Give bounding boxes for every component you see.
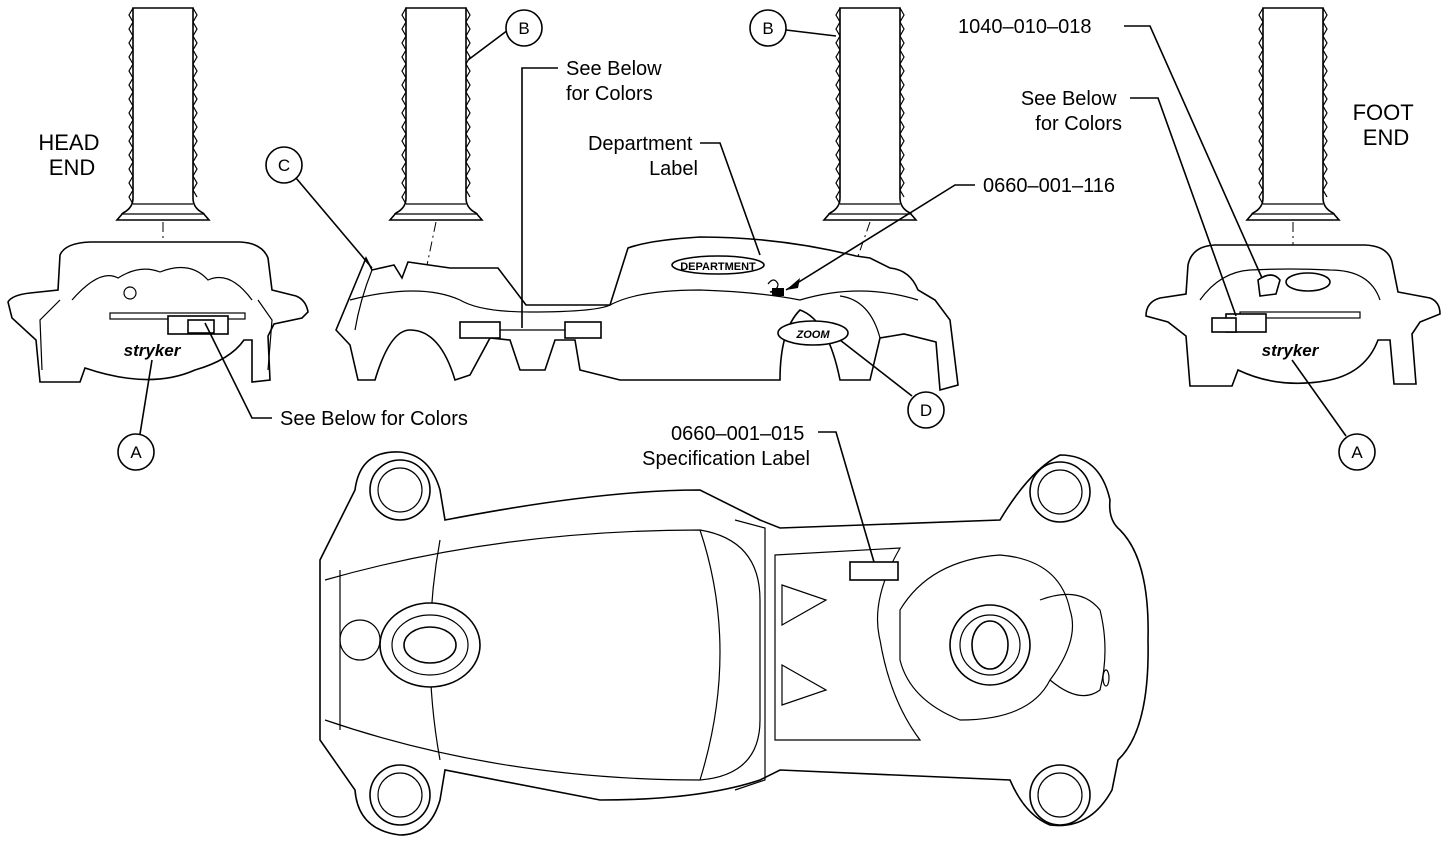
department-label-line-2: Label	[649, 158, 698, 180]
callout-c-leader	[295, 177, 373, 269]
callout-b-right-text: B	[762, 19, 773, 38]
department-label-leader	[700, 142, 761, 256]
see-below-right-line-2: for Colors	[1035, 113, 1122, 135]
see-below-top-line-1: See Below	[566, 58, 662, 80]
callout-a-head-bubble	[117, 433, 155, 471]
specification-label-box	[849, 561, 899, 581]
spec-label-line-1: 0660–001–015	[671, 423, 804, 445]
part-1040-leader	[1124, 25, 1263, 279]
foot-end-line-2: END	[1363, 125, 1409, 150]
callout-d-leader	[839, 339, 913, 397]
spec-label-line-2: Specification Label	[642, 448, 810, 470]
see-below-top-label: See Below for Colors	[566, 58, 667, 105]
see-below-bottom-leader	[204, 322, 272, 419]
callout-a-head-text: A	[130, 443, 142, 462]
head-end-view: stryker	[7, 7, 309, 383]
see-below-right-leader	[1130, 97, 1237, 317]
callout-b-left-bubble	[505, 9, 543, 47]
see-below-bottom-label: See Below for Colors	[280, 408, 468, 430]
see-below-right-label: See Below for Colors	[1021, 88, 1122, 135]
callout-b-left-text: B	[518, 19, 529, 38]
see-below-top-line-2: for Colors	[566, 83, 653, 105]
spec-label-leader	[818, 431, 875, 563]
spec-label: 0660–001–015 Specification Label	[642, 423, 810, 470]
zoom-badge: ZOOM	[796, 329, 831, 341]
callout-a-foot-bubble	[1338, 433, 1376, 471]
head-stryker-logo: stryker	[124, 341, 182, 360]
callout-d-text: D	[920, 401, 932, 420]
callout-b-right-leader	[785, 29, 837, 37]
top-view	[319, 451, 1149, 836]
see-below-right-line-1: See Below	[1021, 88, 1117, 110]
foot-end-view: stryker	[1145, 7, 1441, 387]
callout-b-right-bubble	[749, 9, 787, 47]
callout-b-left-leader	[467, 29, 509, 61]
foot-end-label: FOOT END	[1353, 100, 1420, 150]
foot-stryker-logo: stryker	[1262, 341, 1320, 360]
head-end-label: HEAD END	[38, 130, 105, 180]
callout-a-foot-text: A	[1351, 443, 1363, 462]
head-end-line-1: HEAD	[38, 130, 99, 155]
part-0660-116-leader	[785, 184, 975, 291]
callout-c-text: C	[278, 156, 290, 175]
part-1040-label: 1040–010–018	[958, 16, 1091, 38]
part-0660-116-label: 0660–001–116	[983, 175, 1115, 197]
department-label-line-1: Department	[588, 133, 693, 155]
foot-end-line-1: FOOT	[1353, 100, 1414, 125]
head-end-line-2: END	[49, 155, 95, 180]
callout-d-bubble	[907, 391, 945, 429]
department-label: Department Label	[588, 133, 698, 180]
callout-a-head-leader	[139, 359, 153, 435]
callout-a-foot-leader	[1291, 359, 1347, 437]
department-badge: DEPARTMENT	[680, 261, 756, 273]
see-below-top-leader	[521, 67, 558, 328]
callout-c-bubble	[265, 146, 303, 184]
